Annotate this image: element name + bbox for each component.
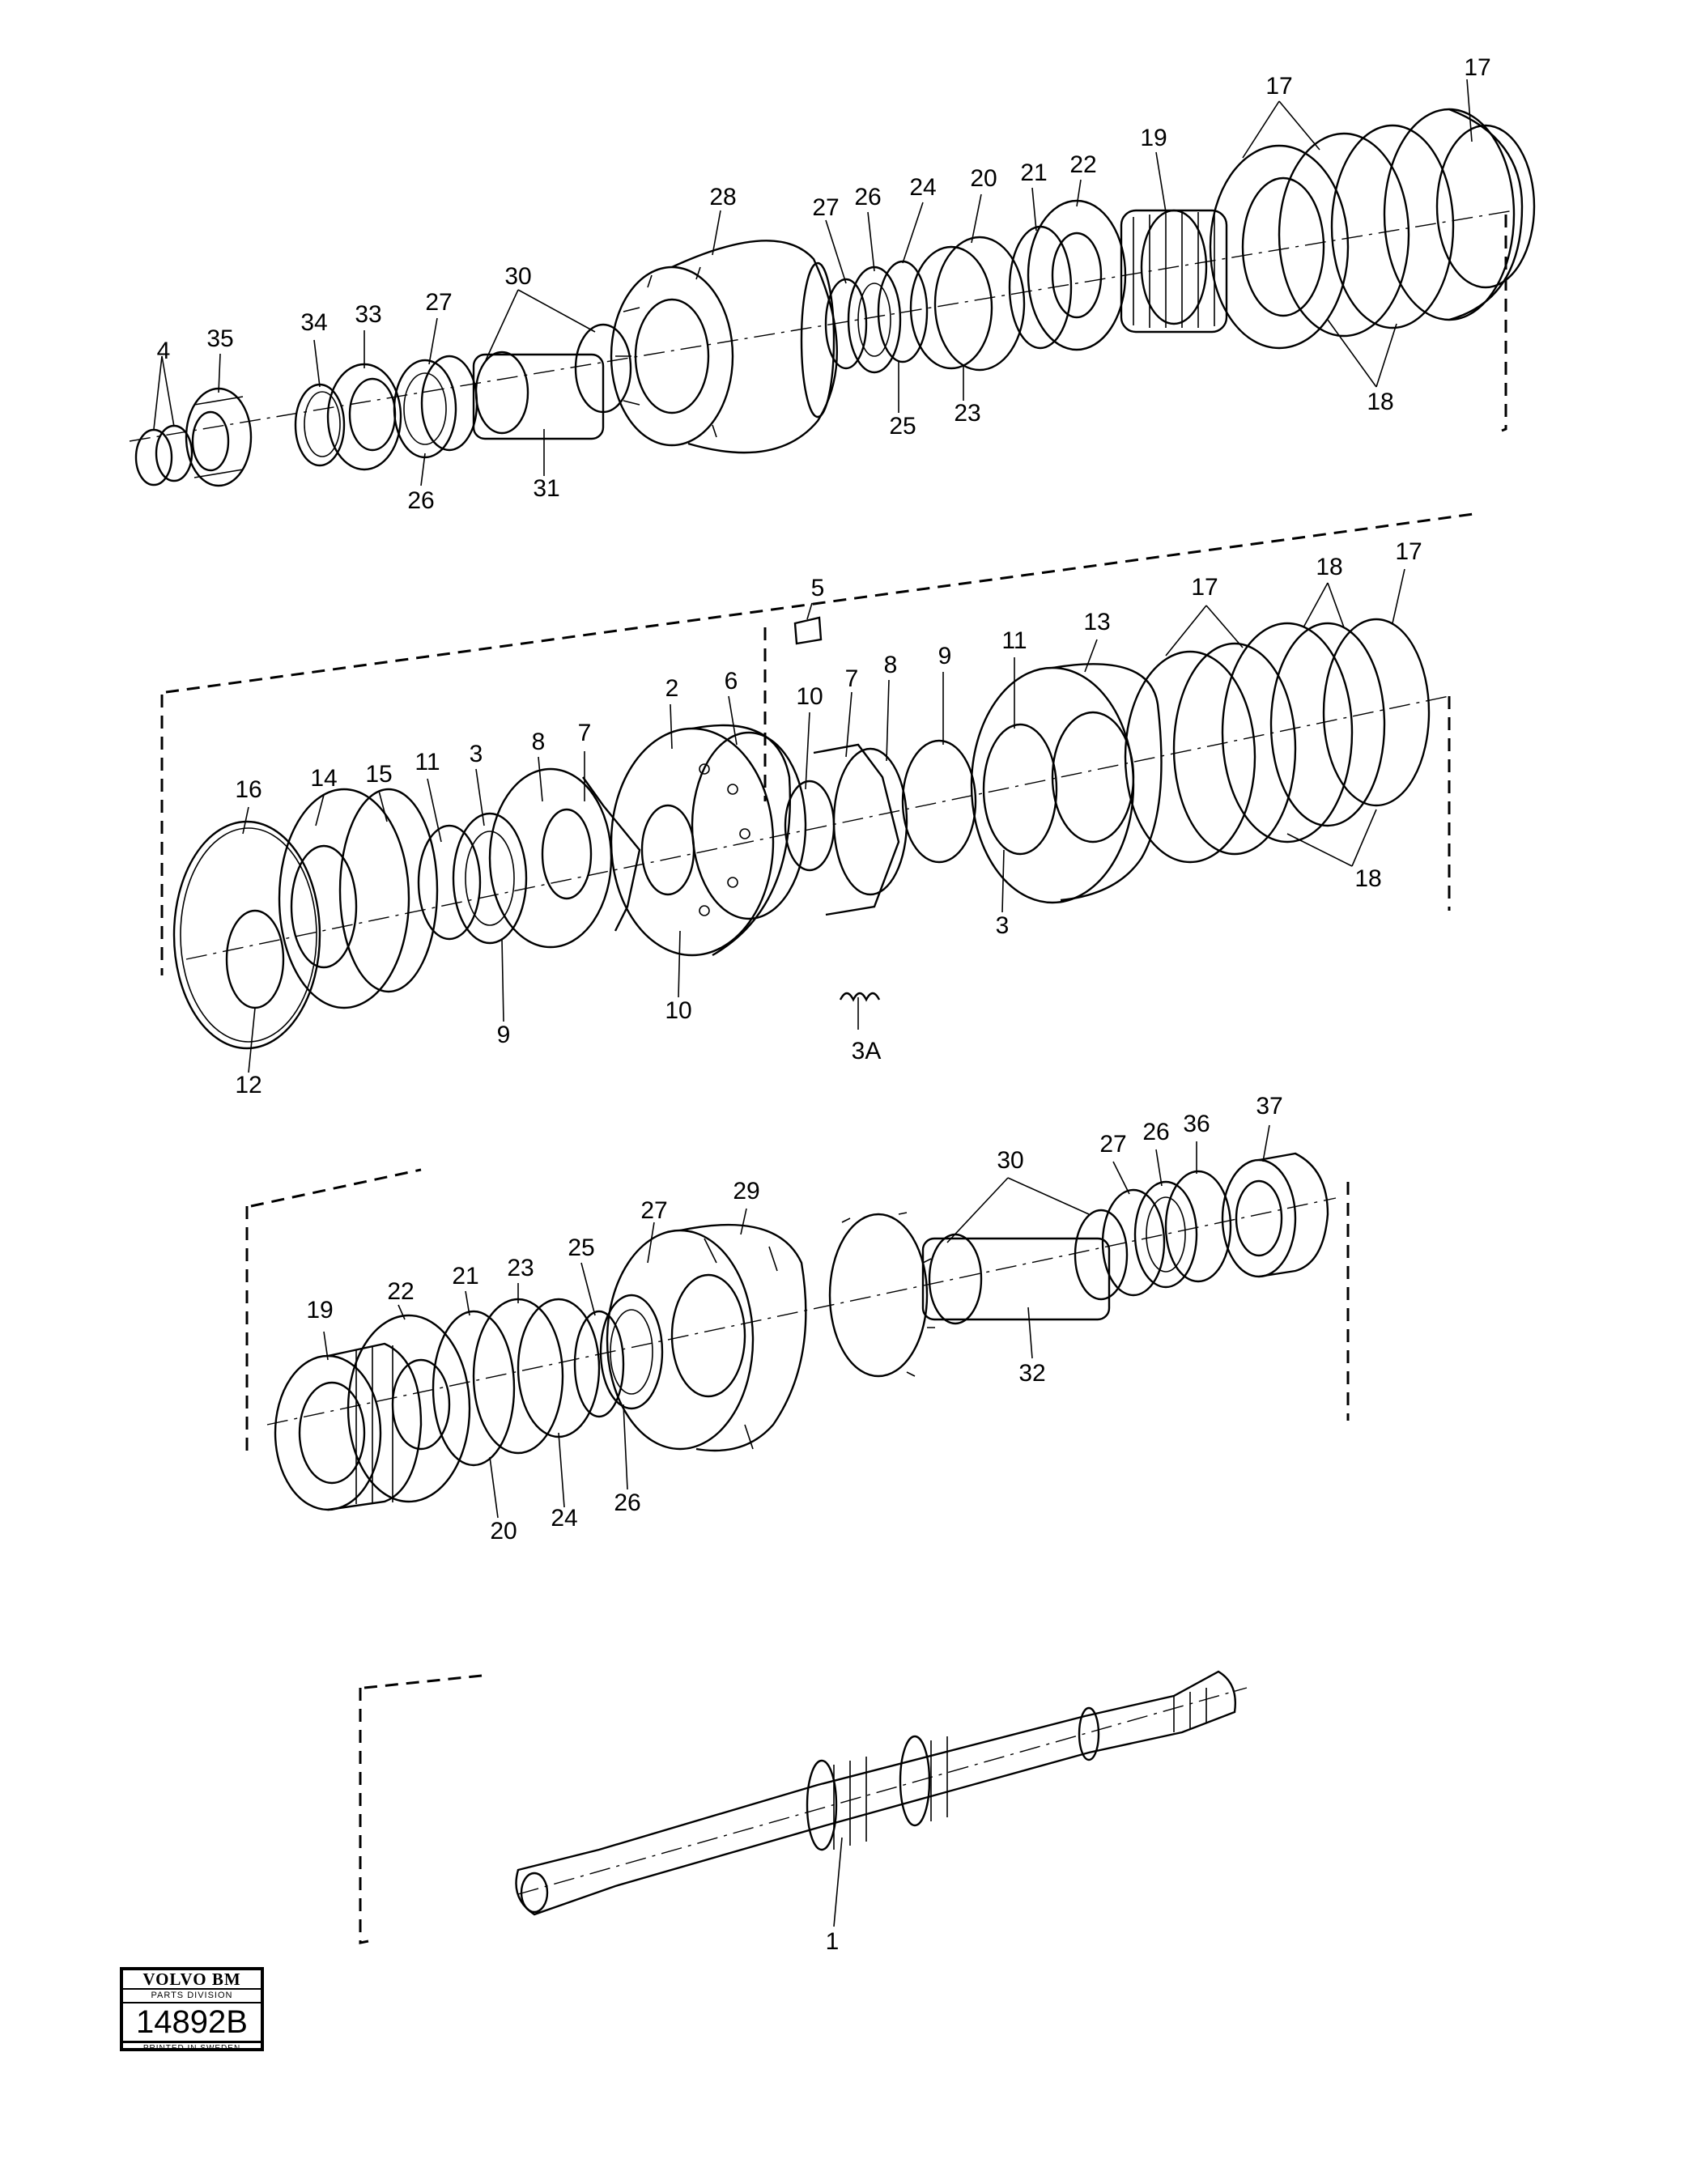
callout-11: 11: [1001, 627, 1027, 654]
callout-3A: 3A: [852, 1038, 882, 1064]
callout-24: 24: [551, 1505, 577, 1532]
callout-26: 26: [854, 184, 881, 210]
callout-19: 19: [306, 1297, 333, 1324]
callout-16: 16: [235, 776, 261, 803]
callout-17: 17: [1464, 54, 1490, 81]
callout-24: 24: [909, 174, 936, 201]
stamp-division: PARTS DIVISION: [123, 1988, 261, 2003]
parts-division-stamp: VOLVO BM PARTS DIVISION 14892B PRINTED I…: [120, 1967, 264, 2054]
callout-8: 8: [884, 652, 898, 678]
callout-13: 13: [1083, 609, 1110, 635]
callout-8: 8: [532, 729, 546, 755]
callout-34: 34: [300, 309, 327, 336]
callout-36: 36: [1183, 1111, 1210, 1137]
callout-26: 26: [407, 487, 434, 514]
stamp-number: 14892B: [136, 2004, 248, 2040]
callout-4: 4: [157, 338, 171, 364]
callout-17: 17: [1395, 538, 1422, 565]
assembly-group-4: [359, 1670, 1248, 1944]
callout-7: 7: [578, 720, 592, 746]
callout-18: 18: [1316, 554, 1342, 580]
callout-9: 9: [938, 643, 952, 669]
callout-27: 27: [1099, 1131, 1126, 1158]
callout-18: 18: [1354, 865, 1381, 892]
callout-10: 10: [665, 997, 691, 1024]
stamp-printed: PRINTED IN SWEDEN: [123, 2041, 261, 2054]
callout-35: 35: [206, 325, 233, 352]
callout-31: 31: [533, 475, 559, 502]
assembly-group-3: [245, 1124, 1350, 1519]
callout-6: 6: [725, 668, 738, 695]
callout-26: 26: [1142, 1119, 1169, 1145]
callout-26: 26: [614, 1489, 640, 1516]
callout-21: 21: [452, 1263, 478, 1290]
callout-20: 20: [490, 1518, 517, 1545]
callout-30: 30: [997, 1147, 1023, 1174]
callout-10: 10: [796, 683, 823, 710]
callout-3: 3: [470, 741, 483, 767]
callout-19: 19: [1140, 125, 1167, 151]
callout-37: 37: [1256, 1093, 1282, 1120]
callout-25: 25: [889, 413, 916, 440]
callout-30: 30: [504, 263, 531, 290]
callout-27: 27: [812, 194, 839, 221]
callout-15: 15: [365, 761, 392, 788]
callout-22: 22: [387, 1278, 414, 1305]
callout-7: 7: [845, 665, 859, 692]
assembly-group-2: [160, 512, 1474, 1073]
callout-23: 23: [507, 1255, 534, 1281]
callout-27: 27: [425, 289, 452, 316]
callout-2: 2: [665, 675, 679, 702]
callout-12: 12: [235, 1072, 261, 1098]
assembly-group-1: [129, 79, 1536, 487]
callout-32: 32: [1018, 1360, 1045, 1387]
callout-18: 18: [1367, 389, 1393, 415]
callout-33: 33: [355, 301, 381, 328]
callout-17: 17: [1265, 73, 1292, 100]
callout-29: 29: [733, 1178, 759, 1205]
callout-1: 1: [826, 1928, 840, 1955]
callout-20: 20: [970, 165, 997, 192]
callout-17: 17: [1191, 574, 1218, 601]
callout-23: 23: [954, 400, 980, 427]
callout-14: 14: [310, 765, 337, 792]
callout-labels: 17 17 19 22 21 20 24 26 27 28 30 27 33 3…: [157, 54, 1491, 1955]
callout-21: 21: [1020, 159, 1047, 186]
callout-5: 5: [811, 575, 825, 601]
callout-28: 28: [709, 184, 736, 210]
stamp-brand: VOLVO BM: [142, 1969, 241, 1989]
callout-3: 3: [996, 912, 1010, 939]
callout-22: 22: [1069, 151, 1096, 178]
callout-25: 25: [568, 1234, 594, 1261]
callout-11: 11: [415, 749, 440, 775]
callout-27: 27: [640, 1197, 667, 1224]
callout-9: 9: [497, 1022, 511, 1048]
